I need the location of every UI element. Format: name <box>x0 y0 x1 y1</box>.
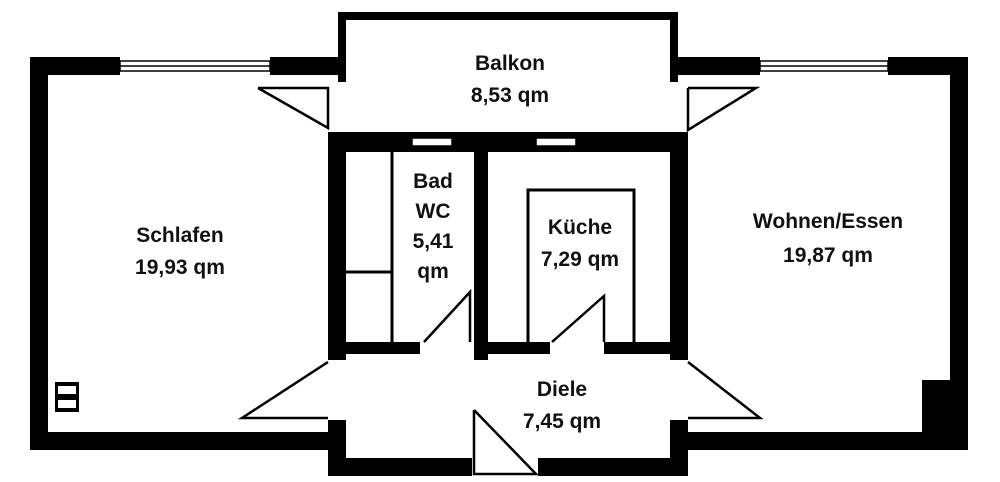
balcony-door-left <box>257 86 330 131</box>
room-area-bad-line2: qm <box>417 260 449 283</box>
room-name-wohnen: Wohnen/Essen <box>753 210 903 233</box>
room-area-balkon: 8,53 qm <box>471 84 549 107</box>
room-name-bad-line2: WC <box>416 200 451 223</box>
diele-walls <box>328 420 688 476</box>
wohnen-door <box>687 361 764 420</box>
window-schlafen-side <box>55 382 79 412</box>
label-diele: Diele 7,45 qm <box>523 378 601 433</box>
room-area-wohnen: 19,87 qm <box>783 244 873 267</box>
room-area-schlafen: 19,93 qm <box>135 256 225 279</box>
bad-fixtures <box>346 152 394 342</box>
outer-walls-left <box>30 57 346 450</box>
label-wohnen: Wohnen/Essen 19,87 qm <box>753 210 903 267</box>
room-name-balkon: Balkon <box>475 52 545 75</box>
label-schlafen: Schlafen 19,93 qm <box>135 224 225 279</box>
window-kueche <box>535 137 577 147</box>
entrance-door <box>472 409 539 476</box>
window-wohnen <box>759 60 889 72</box>
balcony-door-right <box>686 86 761 133</box>
label-balkon: Balkon 8,53 qm <box>471 52 549 107</box>
bad-door <box>423 288 472 343</box>
kueche-door <box>551 293 606 343</box>
inner-core-walls <box>328 132 688 360</box>
window-bad <box>411 137 453 147</box>
outer-walls-right <box>670 57 968 450</box>
room-name-kueche: Küche <box>548 216 612 239</box>
label-kueche: Küche 7,29 qm <box>541 216 619 271</box>
room-area-diele: 7,45 qm <box>523 410 601 433</box>
label-bad: Bad WC 5,41 qm <box>413 170 454 283</box>
balcony-outline <box>338 12 678 82</box>
room-name-bad-line1: Bad <box>413 170 453 193</box>
schlafen-door <box>237 360 329 420</box>
room-name-diele: Diele <box>537 378 587 401</box>
window-schlafen <box>119 60 271 72</box>
kueche-counter <box>526 188 636 342</box>
room-name-schlafen: Schlafen <box>136 224 224 247</box>
room-area-kueche: 7,29 qm <box>541 248 619 271</box>
room-area-bad-line1: 5,41 <box>413 230 454 253</box>
